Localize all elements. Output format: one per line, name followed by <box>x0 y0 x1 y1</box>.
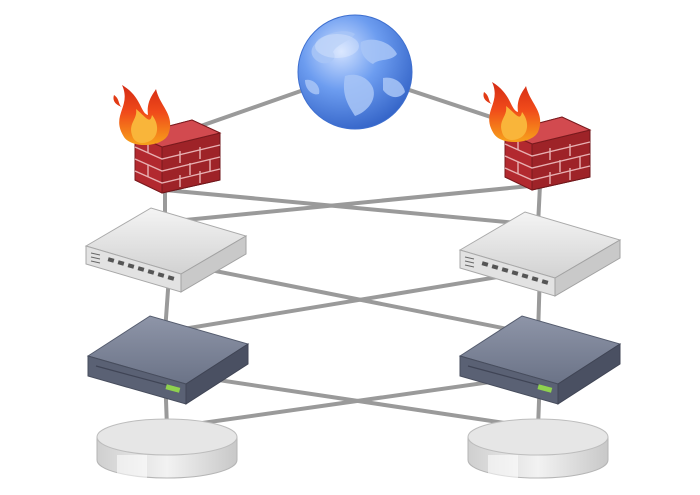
firewall-icon <box>113 85 222 194</box>
server-icon <box>86 315 250 405</box>
firewall-icon <box>483 82 592 191</box>
network-switch-icon <box>84 207 248 293</box>
link-switch-right-to-server-left <box>163 268 542 334</box>
link-firewall-right-to-switch-left <box>163 183 542 224</box>
firewall-left[interactable] <box>113 85 222 194</box>
storage-disk-icon <box>96 418 238 479</box>
network-switch-icon <box>458 211 622 297</box>
firewall-right[interactable] <box>483 82 592 191</box>
internet[interactable] <box>297 14 413 130</box>
server-icon <box>458 315 622 405</box>
link-switch-left-to-server-right <box>168 260 540 337</box>
storage-right[interactable] <box>467 418 609 479</box>
server-right[interactable] <box>458 315 622 405</box>
globe-icon <box>297 14 413 130</box>
switch-right[interactable] <box>458 211 622 297</box>
flame-icon <box>113 85 171 146</box>
switch-left[interactable] <box>84 207 248 293</box>
server-left[interactable] <box>86 315 250 405</box>
link-server-right-to-storage-left <box>165 373 542 430</box>
storage-disk-icon <box>467 418 609 479</box>
storage-left[interactable] <box>96 418 238 479</box>
flame-icon <box>483 82 541 143</box>
link-firewall-left-to-switch-right <box>163 188 540 227</box>
